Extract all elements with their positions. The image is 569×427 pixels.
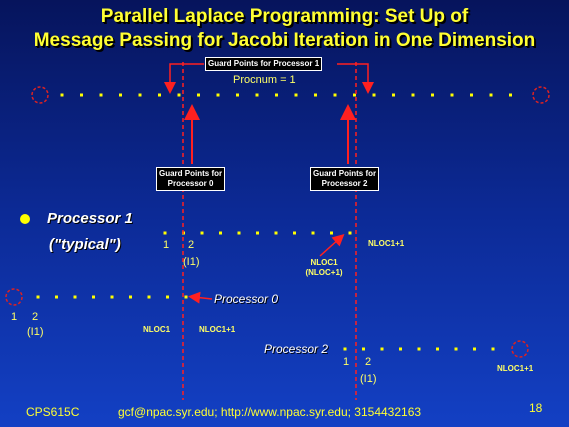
processor-1-row-dot-6 — [274, 231, 278, 235]
processor-0-row-dot-0 — [36, 295, 40, 299]
procnum-row-dot-9 — [236, 93, 239, 97]
processor-1-row-dot-0 — [163, 231, 167, 235]
processor-2-row-dot-5 — [436, 347, 439, 351]
procnum-row-dot-21 — [470, 93, 473, 97]
processor-0-row-dot-4 — [110, 295, 114, 299]
slide-title-line1: Parallel Laplace Programming: Set Up of — [100, 6, 469, 27]
procnum-row-dot-22 — [489, 93, 493, 97]
procnum-row-dot-10 — [255, 93, 259, 97]
processor-0-row-dot-2 — [73, 295, 77, 299]
processor-0-arrow — [188, 291, 213, 304]
procnum-row-dot-3 — [119, 93, 122, 97]
processor-1-index-i1: (I1) — [183, 256, 200, 268]
processor-0-index-i1: (I1) — [27, 326, 44, 338]
processor-2-row-dot-3 — [399, 347, 402, 351]
procnum-row-dot-4 — [138, 93, 142, 97]
processor-0-nloc1: NLOC1 — [143, 325, 171, 334]
procnum-row-dot-17 — [392, 93, 395, 97]
guard-box-processor-2-line1: Guard Points for — [313, 169, 377, 178]
processor-0-row-dot-5 — [129, 295, 132, 299]
processor-2-row-dot-1 — [362, 347, 365, 351]
processor-2-nloc1-plus1: NLOC1+1 — [497, 364, 534, 373]
guard-box-processor-1: Guard Points for Processor 1 — [205, 57, 323, 71]
processor-2-row-dot-2 — [380, 347, 384, 351]
guard-circle-left — [31, 86, 49, 104]
procnum-row-dot-5 — [158, 93, 161, 97]
processor-2-label: Processor 2 — [264, 342, 329, 356]
procnum-row-dot-6 — [177, 93, 181, 97]
procnum-row-dot-2 — [99, 93, 103, 97]
procnum-row-dot-14 — [333, 93, 337, 97]
procnum-row-dot-13 — [314, 93, 317, 97]
processor-2-index-1: 1 — [343, 356, 350, 368]
processor-1-sublabel: ("typical") — [49, 236, 121, 253]
guard-box-processor-2: Guard Points for Processor 2 — [310, 167, 380, 191]
guard-box-processor-0-line1: Guard Points for — [159, 169, 223, 178]
guard-bracket-right-arrow — [337, 63, 374, 94]
procnum-row-dot-1 — [80, 93, 83, 97]
processor-1-row-dot-7 — [293, 231, 296, 235]
processor-1-row-dot-9 — [330, 231, 333, 235]
procnum-label: Procnum = 1 — [233, 74, 296, 86]
guard-circle-right — [532, 86, 550, 104]
guard-box-processor-0: Guard Points for Processor 0 — [156, 167, 226, 191]
page-number: 18 — [529, 401, 543, 415]
processor-0-row-dot-3 — [92, 295, 95, 299]
slide-title-line2: Message Passing for Jacobi Iteration in … — [33, 30, 536, 51]
procnum-row-dot-0 — [60, 93, 64, 97]
processor-1-row-dot-10 — [348, 231, 352, 235]
processor-1-nloc1-plus1: NLOC1+1 — [368, 239, 405, 248]
procnum-row-dot-8 — [216, 93, 220, 97]
footer-course-code: CPS615C — [26, 405, 80, 419]
processor-0-index-2: 2 — [32, 311, 39, 323]
procnum-row-dot-15 — [353, 93, 356, 97]
procnum-row-dot-19 — [431, 93, 434, 97]
procnum-row-dot-11 — [275, 93, 278, 97]
processor-1-index-1: 1 — [163, 239, 170, 251]
processor-2-row-dot-7 — [473, 347, 476, 351]
processor-2-index-2: 2 — [365, 356, 372, 368]
processor-1-nloc1: NLOC1 (NLOC+1) — [298, 258, 350, 278]
guard-box-processor-2-line2: Processor 2 — [321, 179, 368, 188]
procnum-row-dot-12 — [294, 93, 298, 97]
guard-circle-processor-0 — [5, 288, 23, 306]
processor-2-index-i1: (I1) — [360, 373, 377, 385]
processor-1-row-dot-2 — [200, 231, 204, 235]
procnum-row-dot-16 — [372, 93, 376, 97]
processor-0-label: Processor 0 — [214, 292, 279, 306]
processor-1-label: Processor 1 — [47, 210, 133, 227]
procnum-row-dot-7 — [197, 93, 200, 97]
processor-0-nloc1-plus1: NLOC1+1 — [199, 325, 236, 334]
guard-box-processor-0-line2: Processor 0 — [167, 179, 214, 188]
processor-1-nloc1-line2: (NLOC+1) — [305, 268, 343, 277]
processor-0-row-dot-8 — [184, 295, 188, 299]
procnum-row-dot-20 — [450, 93, 454, 97]
footer-contact: gcf@npac.syr.edu; http://www.npac.syr.ed… — [118, 405, 422, 419]
processor-1-row-dot-3 — [219, 231, 222, 235]
processor-0-row-dot-6 — [147, 295, 151, 299]
procnum-row-dot-18 — [411, 93, 415, 97]
processor-1-nloc1-line1: NLOC1 — [310, 258, 338, 267]
processor-1-index-2: 2 — [188, 239, 195, 251]
processor-2-row-dot-0 — [343, 347, 347, 351]
processor-1-bullet — [20, 214, 30, 224]
processor-2-row-dot-6 — [454, 347, 458, 351]
processor-2-row-dot-8 — [491, 347, 495, 351]
processor-1-row-dot-5 — [256, 231, 259, 235]
nloc1-arrow — [319, 233, 345, 257]
processor-2-row-dot-4 — [417, 347, 421, 351]
processor-0-row-dot-1 — [55, 295, 58, 299]
processor-0-index-1: 1 — [11, 311, 18, 323]
processor-0-row-dot-7 — [166, 295, 169, 299]
processor-1-row-dot-8 — [311, 231, 315, 235]
processor-1-row-dot-4 — [237, 231, 241, 235]
procnum-row-dot-23 — [509, 93, 512, 97]
guard-bracket-left-arrow — [164, 63, 204, 94]
guard-circle-processor-2 — [511, 340, 529, 358]
